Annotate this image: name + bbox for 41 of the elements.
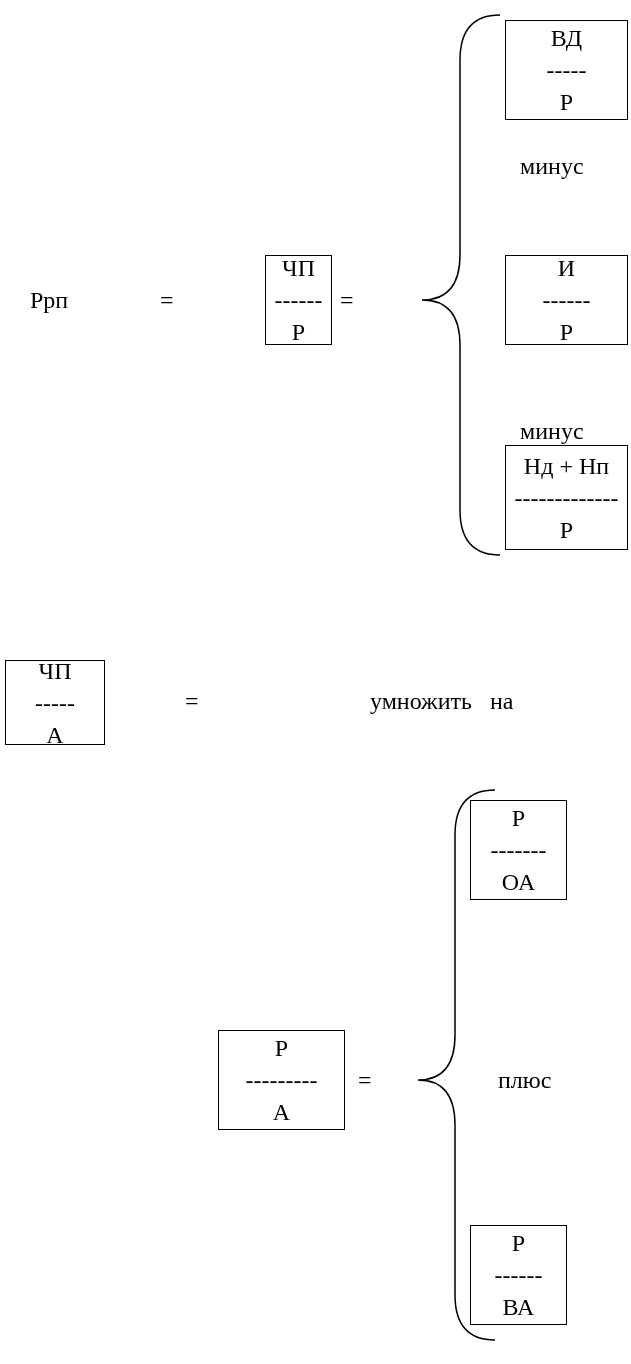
- operator-word: минус: [520, 417, 584, 446]
- fraction-box: [5, 660, 105, 745]
- numerator-text: ЧП: [282, 254, 315, 283]
- fraction-line-dashes: -----: [35, 688, 75, 718]
- denominator-text: ОА: [501, 868, 536, 897]
- denominator-text: Р: [291, 318, 306, 347]
- fraction-line-dashes: ------: [542, 286, 591, 315]
- denominator-text: Р: [559, 515, 574, 545]
- fraction-box: [505, 20, 628, 120]
- denominator-text: ВА: [502, 1293, 535, 1322]
- operator-word: минус: [520, 152, 584, 181]
- fraction-line-dashes: ------: [494, 1261, 543, 1290]
- denominator-text: А: [272, 1098, 291, 1127]
- equals-sign: =: [185, 687, 199, 716]
- equals-sign: =: [358, 1066, 372, 1095]
- fraction-box: [470, 800, 567, 900]
- denominator-text: Р: [559, 318, 574, 347]
- denominator-text: А: [46, 720, 64, 750]
- numerator-text: Р: [274, 1034, 289, 1063]
- equals-sign: =: [160, 286, 174, 315]
- numerator-text: И: [557, 254, 576, 283]
- variable-label: Ррп: [30, 286, 69, 315]
- fraction-box: [505, 255, 628, 345]
- operator-word: умножить на: [370, 687, 514, 716]
- fraction-box: [505, 445, 628, 550]
- fraction-line-dashes: -------: [490, 836, 547, 865]
- fraction-box: [470, 1225, 567, 1325]
- numerator-text: ВД: [550, 24, 583, 53]
- numerator-text: Нд + Нп: [523, 451, 610, 481]
- fraction-box: [265, 255, 332, 345]
- operator-word: плюс: [498, 1066, 552, 1095]
- denominator-text: Р: [559, 88, 574, 117]
- fraction-line-dashes: ------: [274, 286, 323, 315]
- fraction-line-dashes: ---------: [245, 1066, 318, 1095]
- fraction-box: [218, 1030, 345, 1130]
- numerator-text: ЧП: [38, 656, 72, 686]
- fraction-line-dashes: -------------: [514, 483, 619, 513]
- numerator-text: Р: [511, 1229, 526, 1258]
- fraction-line-dashes: -----: [546, 56, 587, 85]
- numerator-text: Р: [511, 804, 526, 833]
- equals-sign: =: [340, 286, 354, 315]
